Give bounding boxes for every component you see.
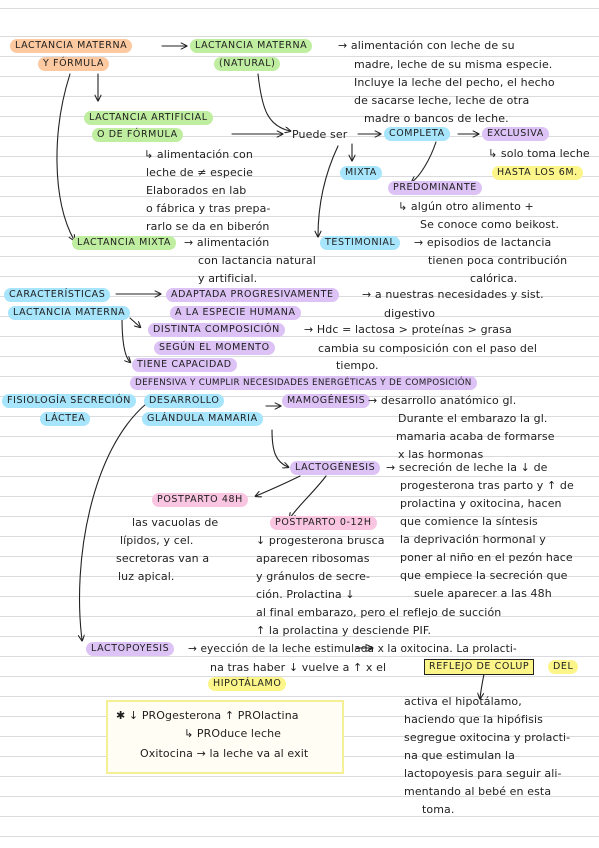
distinta-desc-1: → Hdc = lactosa > proteínas > grasa (304, 323, 512, 336)
solo-toma-text: ↳ solo toma leche (488, 147, 590, 160)
artificial-desc-4: o fábrica y tras prepa- (146, 202, 271, 215)
note-line-1: ✱ ↓ PROgesterona ↑ PROlactina (116, 709, 299, 722)
summary-note-box: ✱ ↓ PROgesterona ↑ PROlactina ↳ PROduce … (106, 700, 344, 774)
label-adaptada-line2: A LA ESPECIE HUMANA (170, 306, 301, 320)
predominante-desc-1: ↳ algún otro alimento + (398, 200, 534, 213)
artificial-desc-5: rarlo se da en biberón (146, 220, 270, 233)
lactopoyesis-desc-2: na tras haber ↓ vuelve a ↑ x el (210, 661, 387, 674)
hipotalamo-desc-5: lactopoyesis para seguir ali- (404, 767, 562, 780)
label-distinta-line2: SEGÚN EL MOMENTO (154, 341, 275, 355)
testimonial-desc-2: tienen poca contribución (428, 254, 568, 267)
testimonial-desc-3: calórica. (470, 272, 518, 285)
label-del: DEL (548, 660, 579, 674)
label-postparto-0-12h: POSTPARTO 0-12H (270, 516, 377, 530)
label-lactancia-materna-2: LACTANCIA MATERNA (8, 306, 131, 320)
natural-desc-4: de sacarse leche, leche de otra (354, 94, 530, 107)
lactogenesis-desc-6: poner al niño en el pezón hace (400, 551, 573, 564)
label-postparto-48h: POSTPARTO 48H (152, 493, 248, 507)
distinta-desc-3: tiempo. (336, 359, 379, 372)
adaptada-desc-2: digestivo (384, 307, 436, 320)
hipotalamo-desc-7: toma. (422, 803, 455, 816)
final-embarazo-1: al final embarazo, pero el reflejo de su… (256, 606, 502, 619)
postparto-012-desc-3: y gránulos de secre- (256, 570, 371, 583)
mamogenesis-desc-3: mamaria acaba de formarse (396, 430, 555, 443)
testimonial-desc-1: → episodios de lactancia (414, 236, 552, 249)
note-line-2: ↳ PROduce leche (184, 727, 282, 740)
label-mixta: MIXTA (340, 166, 382, 180)
title-lactancia-materna-formula: LACTANCIA MATERNA (10, 39, 133, 53)
label-adaptada: ADAPTADA PROGRESIVAMENTE (166, 288, 339, 302)
label-lactancia-mixta: LACTANCIA MIXTA (72, 236, 177, 250)
label-exclusiva: EXCLUSIVA (482, 127, 549, 141)
postparto-48-desc-4: luz apical. (118, 570, 175, 583)
hipotalamo-desc-6: mentando al bebé en esta (404, 785, 552, 798)
label-defensiva: DEFENSIVA Y CUMPLIR NECESIDADES ENERGÉTI… (130, 376, 477, 390)
label-completa: COMPLETA (384, 127, 450, 141)
lactopoyesis-desc-1: → eyección de la leche estimulada x la o… (188, 643, 517, 655)
label-testimonial: TESTIMONIAL (320, 236, 401, 250)
label-hipotalamo: HIPOTÁLAMO (208, 677, 287, 691)
label-lactogenesis: LACTOGÉNESIS (290, 461, 381, 475)
distinta-desc-2: cambia su composición con el paso del (318, 342, 538, 355)
postparto-012-desc-2: aparecen ribosomas (256, 552, 370, 565)
hipotalamo-desc-2: haciendo que la hipófisis (404, 713, 543, 726)
postparto-012-desc-4: ción. Prolactina ↓ (256, 588, 355, 601)
label-distinta-composicion: DISTINTA COMPOSICIÓN (148, 323, 285, 337)
postparto-48-desc-3: secretoras van a (116, 552, 210, 565)
label-lactea: LÁCTEA (40, 412, 91, 426)
label-glandula-mamaria: GLÁNDULA MAMARIA (142, 412, 263, 426)
label-artificial-line2: O DE FÓRMULA (92, 128, 183, 142)
label-predominante: PREDOMINANTE (388, 181, 482, 195)
natural-desc-1: → alimentación con leche de su (338, 39, 515, 52)
mamogenesis-desc-2: Durante el embarazo la gl. (398, 412, 548, 425)
artificial-desc-1: ↳ alimentación con (144, 148, 253, 161)
label-hasta-6m: HASTA LOS 6M. (492, 166, 583, 180)
natural-desc-3: Incluye la leche del pecho, el hecho (354, 76, 555, 89)
mamogenesis-desc-1: → desarrollo anatómico gl. (368, 394, 517, 407)
mixta-desc-1: → alimentación (184, 236, 270, 249)
hipotalamo-desc-1: activa el hipotálamo, (404, 695, 522, 708)
label-tiene-capacidad: TIENE CAPACIDAD (132, 358, 237, 372)
lactogenesis-desc-5: la deprivación hormonal y (400, 533, 546, 546)
adaptada-desc-1: → a nuestras necesidades y sist. (362, 288, 544, 301)
label-caracteristicas: CARACTERÍSTICAS (4, 288, 111, 302)
hipotalamo-desc-4: na que estimulan la (404, 749, 515, 762)
label-lactopoyesis: LACTOPOYESIS (86, 642, 175, 656)
label-desarrollo: DESARROLLO (144, 394, 225, 408)
postparto-48-desc-2: lípidos, y cel. (120, 534, 194, 547)
natural-desc-2: madre, leche de su misma especie. (354, 58, 553, 71)
lactogenesis-desc-1: → secreción de leche la ↓ de (386, 461, 548, 474)
label-mamogenesis: MAMOGÉNESIS (282, 394, 371, 408)
label-natural-line2: (NATURAL) (214, 57, 281, 71)
lactogenesis-desc-7: que empiece la secreción que (400, 569, 568, 582)
predominante-desc-2: Se conoce como beikost. (420, 218, 560, 231)
postparto-012-desc-1: ↓ progesterona brusca (256, 534, 385, 547)
artificial-desc-2: leche de ≠ especie (146, 166, 253, 179)
lactogenesis-desc-8: suele aparecer a las 48h (414, 587, 552, 600)
artificial-desc-3: Elaborados en lab (146, 184, 247, 197)
lactogenesis-desc-4: que comience la síntesis (400, 515, 538, 528)
label-reflejo-colup: REFLEJO DE COLUP (424, 659, 535, 675)
mixta-desc-3: y artificial. (198, 272, 258, 285)
lactogenesis-desc-2: progesterona tras parto y ↑ de (400, 479, 574, 492)
mamogenesis-desc-4: x las hormonas (398, 448, 484, 461)
label-lactancia-artificial: LACTANCIA ARTIFICIAL (84, 111, 213, 125)
final-embarazo-2: ↑ la prolactina y desciende PIF. (256, 624, 432, 637)
postparto-48-desc-1: las vacuolas de (132, 516, 219, 529)
hipotalamo-desc-3: segregue oxitocina y prolacti- (404, 731, 571, 744)
label-lactancia-natural: LACTANCIA MATERNA (190, 39, 313, 53)
label-fisiologia: FISIOLOGÍA SECRECIÓN (2, 394, 136, 408)
title-lactancia-formula-line2: Y FÓRMULA (38, 57, 109, 71)
lactogenesis-desc-3: prolactina y oxitocina, hacen (400, 497, 562, 510)
puede-ser-text: Puede ser (292, 128, 348, 141)
natural-desc-5: madre o bancos de leche. (364, 112, 509, 125)
mixta-desc-2: con lactancia natural (198, 254, 316, 267)
note-line-3: Oxitocina → la leche va al exit (140, 747, 309, 760)
